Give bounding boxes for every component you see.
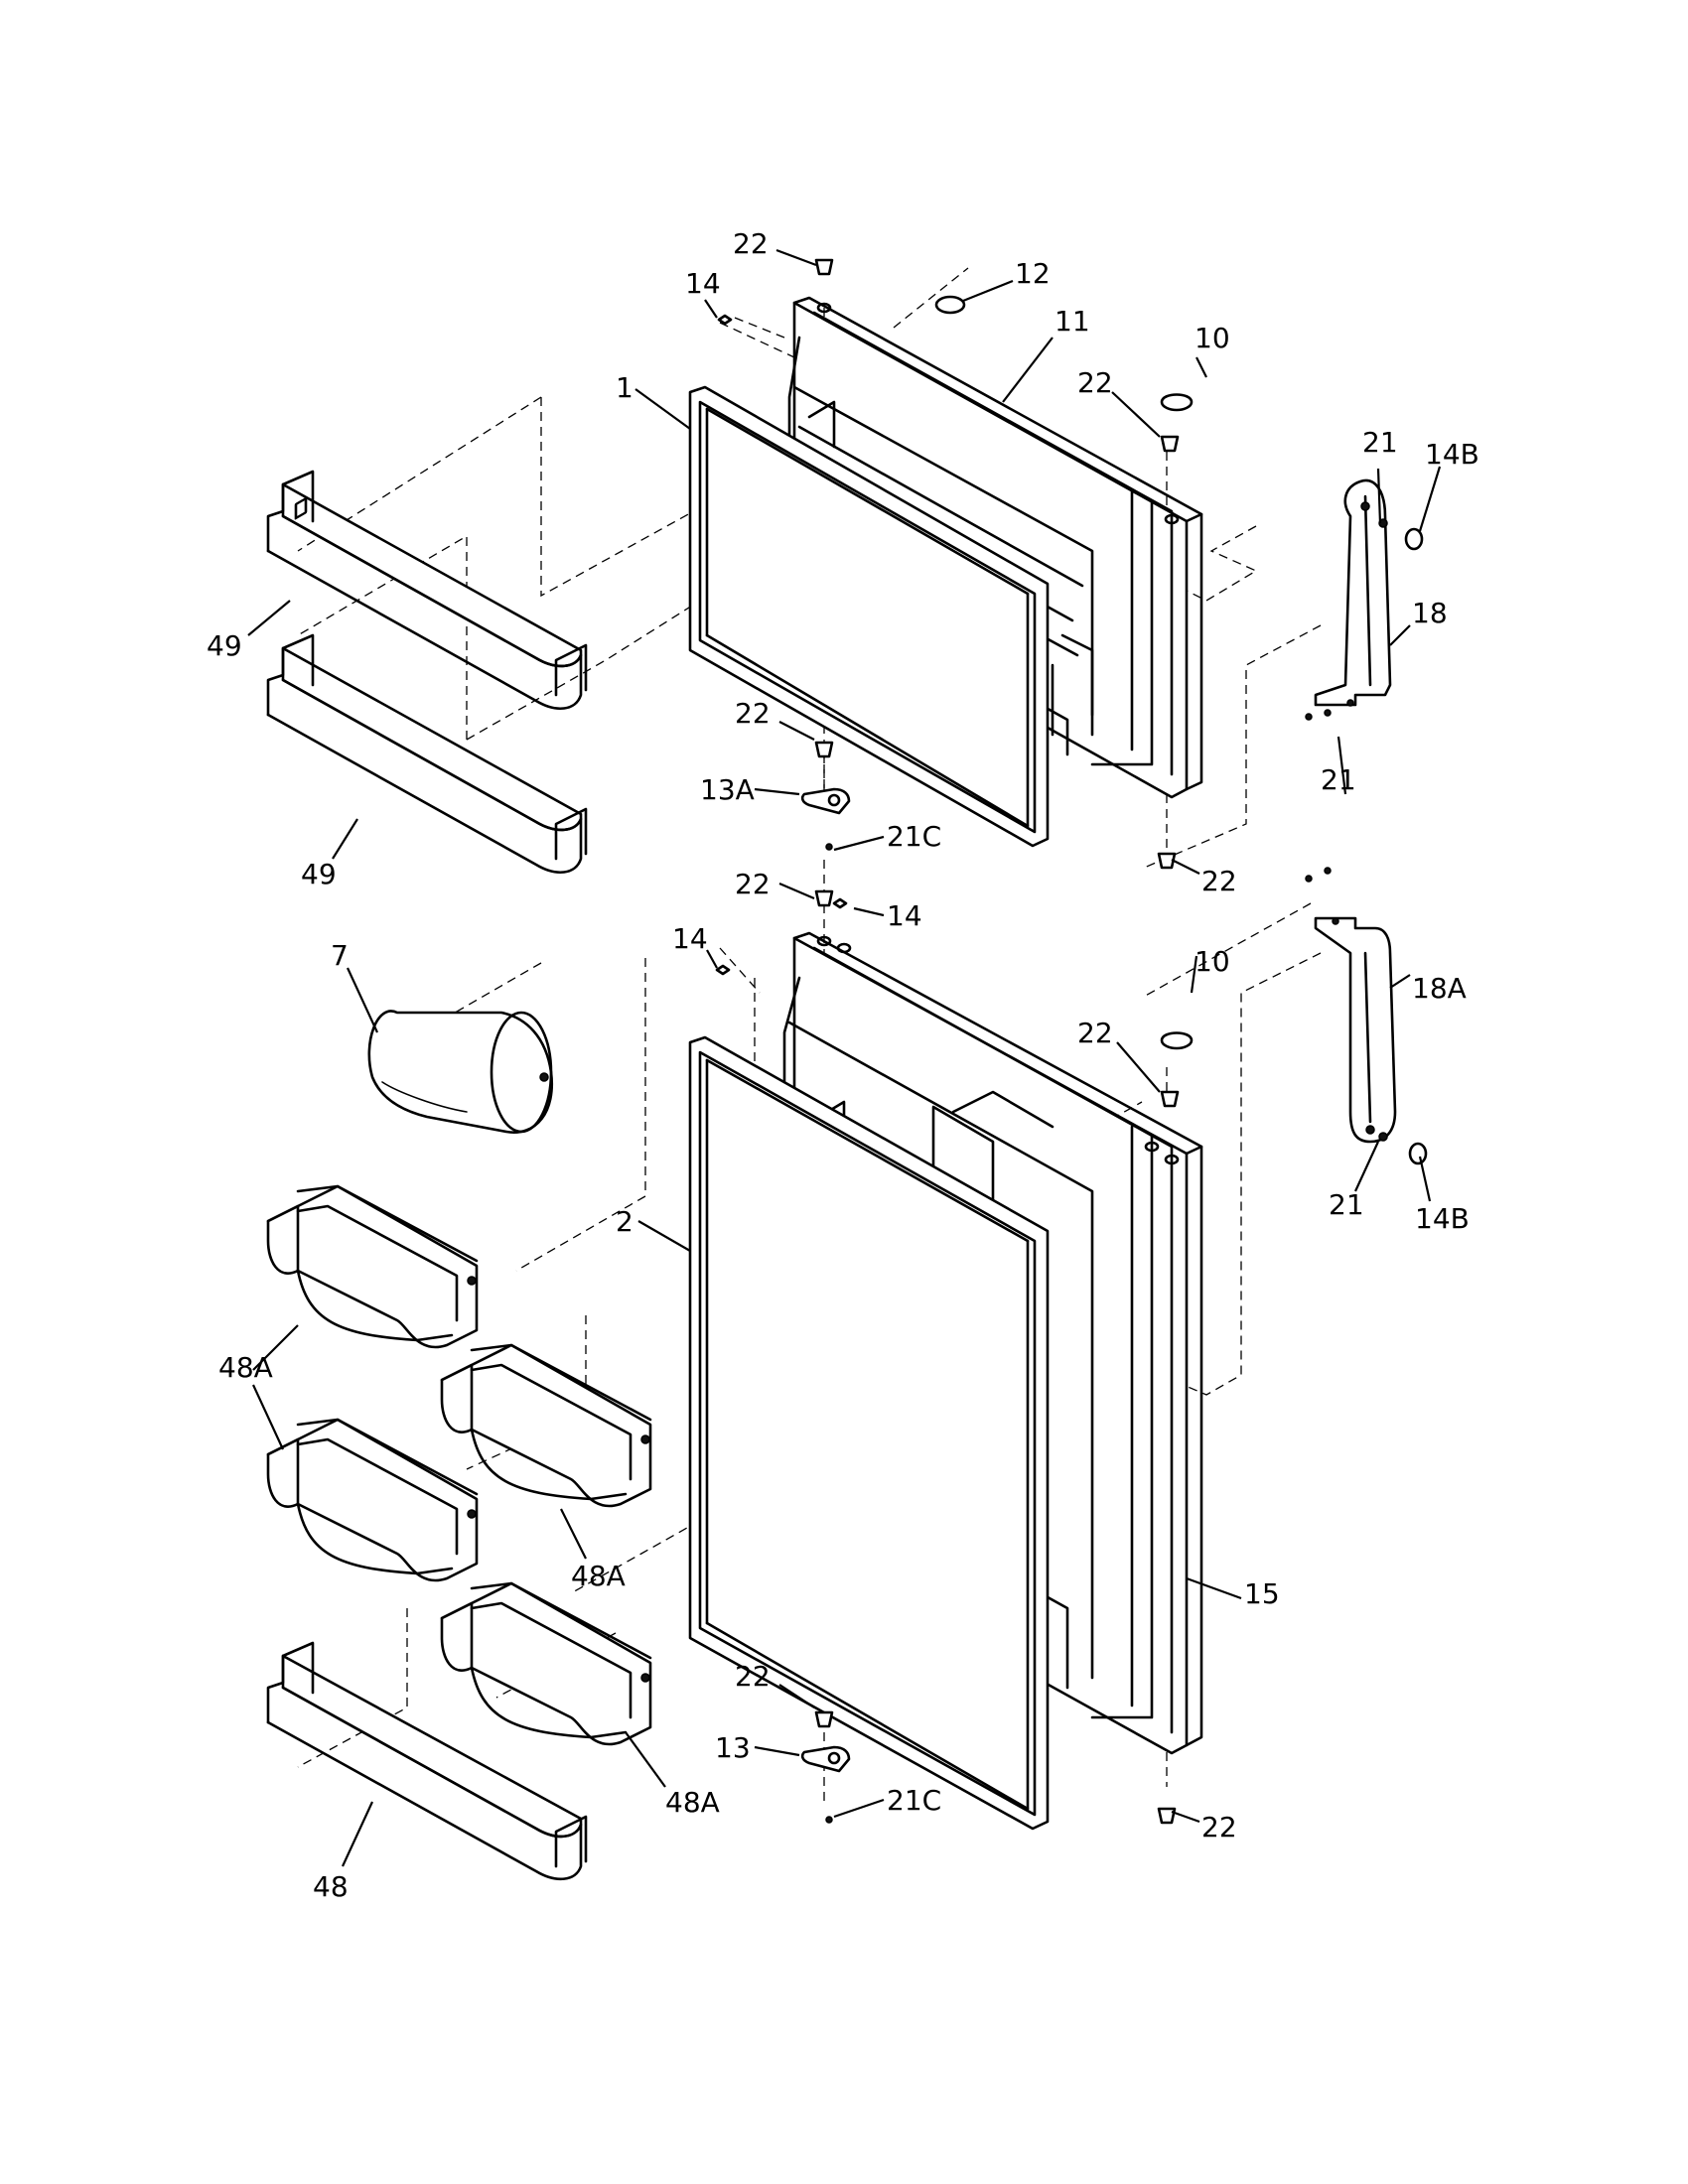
callout-7: 7 — [331, 939, 349, 972]
hardware — [715, 258, 1428, 1825]
fresh-food-door-gasket-2 — [688, 1035, 1050, 1831]
door-bin-48a-lower-right — [440, 1581, 652, 1746]
callout-22: 22 — [1201, 865, 1237, 897]
callout-22: 22 — [735, 868, 771, 900]
callout-10: 10 — [1195, 945, 1230, 978]
callout-22: 22 — [1201, 1811, 1237, 1843]
callout-13a: 13A — [700, 773, 755, 806]
callout-48: 48 — [313, 1870, 349, 1903]
callout-13: 13 — [715, 1731, 751, 1764]
freezer-shelf-bar-49-upper — [266, 470, 588, 710]
door-bin-48a-lower-left — [266, 1418, 479, 1582]
callout-21: 21 — [1329, 1188, 1364, 1221]
callout-48a: 48A — [665, 1786, 720, 1819]
door-bin-48a-upper-left — [266, 1184, 479, 1349]
callout-21: 21 — [1362, 426, 1398, 459]
fresh-food-handle-18a — [1314, 916, 1397, 1144]
callout-11: 11 — [1055, 305, 1090, 338]
callout-labels: 22 14 12 11 10 22 1 21 14B 18 49 49 22 1… — [207, 227, 1479, 1903]
callout-12: 12 — [1015, 257, 1051, 290]
callout-22: 22 — [733, 227, 769, 260]
callout-2: 2 — [616, 1205, 633, 1238]
callout-15: 15 — [1244, 1577, 1280, 1610]
callout-48a: 48A — [571, 1560, 626, 1592]
callout-14: 14 — [672, 922, 708, 955]
callout-22: 22 — [735, 697, 771, 730]
freezer-shelf-bar-49-lower — [266, 633, 588, 874]
callout-14b: 14B — [1425, 438, 1479, 471]
callout-14b: 14B — [1415, 1202, 1470, 1235]
dairy-canister-7 — [367, 1010, 554, 1134]
callout-18: 18 — [1412, 597, 1448, 629]
callout-22: 22 — [1077, 1017, 1113, 1049]
freezer-door-gasket-1 — [688, 385, 1050, 848]
callout-22: 22 — [1077, 366, 1113, 399]
callout-21c: 21C — [887, 1784, 941, 1817]
callout-18a: 18A — [1412, 972, 1467, 1005]
callout-48a: 48A — [218, 1351, 273, 1384]
callout-22: 22 — [735, 1660, 771, 1693]
callout-14: 14 — [887, 899, 922, 932]
freezer-handle-18 — [1314, 478, 1392, 707]
door-bin-48a-middle-right — [440, 1343, 652, 1508]
callout-1: 1 — [616, 371, 633, 404]
callout-21: 21 — [1321, 763, 1356, 796]
callout-21c: 21C — [887, 820, 941, 853]
door-shelf-bar-48 — [266, 1641, 588, 1880]
callout-49: 49 — [301, 858, 337, 890]
callout-49: 49 — [207, 629, 242, 662]
callout-14: 14 — [685, 267, 721, 300]
leader-lines — [247, 248, 1442, 1867]
callout-10: 10 — [1195, 322, 1230, 354]
